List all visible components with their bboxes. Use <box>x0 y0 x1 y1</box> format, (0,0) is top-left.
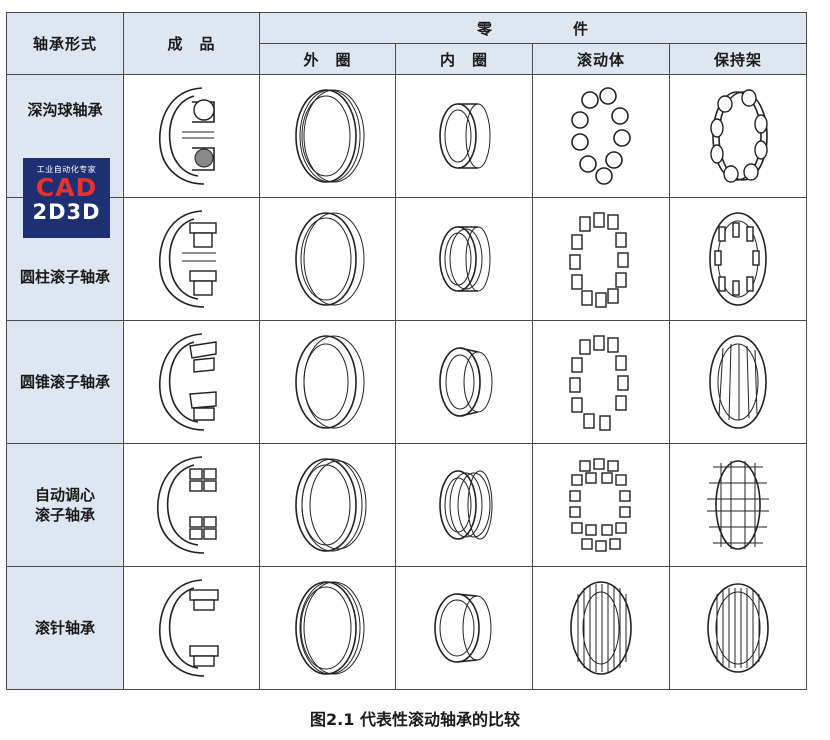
outer-ring-needle-drawing <box>259 566 396 690</box>
cage-cylindrical-drawing <box>668 197 808 321</box>
inner-ring-cylindrical-drawing <box>395 197 533 321</box>
rolling-element-spherical-drawing <box>532 443 670 567</box>
row-label-tapered: 圆锥滚子轴承 <box>6 320 124 444</box>
header-assembled: 成 品 <box>123 12 260 75</box>
assembled-cylindrical-drawing <box>123 197 260 321</box>
row-label-text: 滚针轴承 <box>34 619 95 637</box>
rolling-element-tapered-drawing <box>532 320 670 444</box>
inner-ring-tapered-drawing <box>395 320 533 444</box>
assembled-needle-drawing <box>123 566 260 690</box>
cage-tapered-drawing <box>668 320 808 444</box>
row-label-spherical: 自动调心 滚子轴承 <box>6 443 124 567</box>
outer-ring-deep-groove-drawing <box>259 74 396 198</box>
row-label-line2: 滚子轴承 <box>34 506 95 524</box>
row-label-text: 圆柱滚子轴承 <box>19 268 110 286</box>
inner-ring-deep-groove-drawing <box>395 74 533 198</box>
row-label-text: 深沟球轴承 <box>27 101 103 119</box>
header-cage: 保持架 <box>668 43 808 75</box>
outer-ring-tapered-drawing <box>259 320 396 444</box>
row-label-text: 圆锥滚子轴承 <box>19 373 110 391</box>
row-label-needle: 滚针轴承 <box>6 566 124 690</box>
logo-2d3d: 2D3D <box>32 200 101 224</box>
cage-needle-drawing <box>668 566 808 690</box>
figure-caption: 图2.1 代表性滚动轴承的比较 <box>310 710 520 729</box>
row-label-line1: 自动调心 <box>34 486 95 504</box>
cage-deep-groove-drawing <box>668 74 808 198</box>
rolling-element-cylindrical-drawing <box>532 197 670 321</box>
header-rolling-element: 滚动体 <box>532 43 670 75</box>
inner-ring-needle-drawing <box>395 566 533 690</box>
header-outer-ring: 外 圈 <box>259 43 396 75</box>
inner-ring-spherical-drawing <box>395 443 533 567</box>
outer-ring-spherical-drawing <box>259 443 396 567</box>
assembled-spherical-drawing <box>123 443 260 567</box>
cad2d3d-logo: 工业自动化专家 CAD 2D3D <box>23 158 110 238</box>
rolling-element-needle-drawing <box>532 566 670 690</box>
assembled-deep-groove-drawing <box>123 74 260 198</box>
logo-subtitle: 工业自动化专家 <box>36 165 97 174</box>
logo-cad: CAD <box>35 173 98 202</box>
bearing-comparison-table: 轴承形式 成 品 零 件 外 圈 内 圈 滚动体 保持架 深沟球轴承 <box>6 12 808 690</box>
outer-ring-cylindrical-drawing <box>259 197 396 321</box>
assembled-tapered-drawing <box>123 320 260 444</box>
cage-spherical-drawing <box>668 443 808 567</box>
rolling-element-deep-groove-drawing <box>532 74 670 198</box>
header-bearing-type: 轴承形式 <box>6 12 124 75</box>
header-parts: 零 件 <box>258 12 808 44</box>
header-inner-ring: 内 圈 <box>395 43 533 75</box>
